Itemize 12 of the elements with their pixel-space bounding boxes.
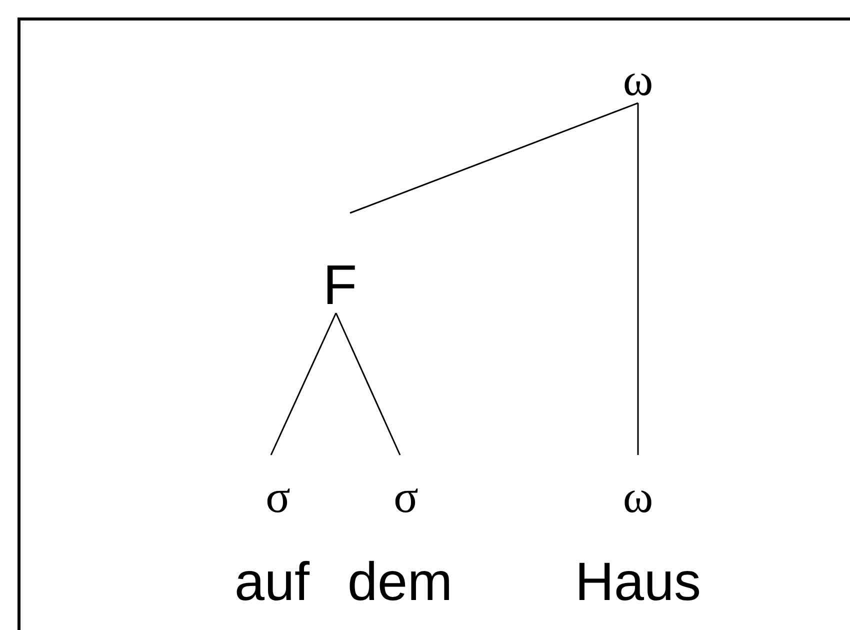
word-label: Haus — [574, 555, 702, 609]
tree-branch-line — [270, 312, 337, 456]
tree-branch-line — [350, 102, 638, 214]
tree-node-label: σ — [394, 474, 418, 520]
tree-branch-line — [637, 103, 639, 455]
tree-node-label: ω — [622, 474, 654, 520]
tree-node-label: σ — [266, 474, 290, 520]
tree-branch-line — [335, 312, 401, 456]
word-label: dem — [347, 555, 453, 609]
foot-label: F — [322, 257, 358, 313]
tree-node-label: ω — [622, 57, 654, 103]
word-label: auf — [234, 555, 310, 609]
